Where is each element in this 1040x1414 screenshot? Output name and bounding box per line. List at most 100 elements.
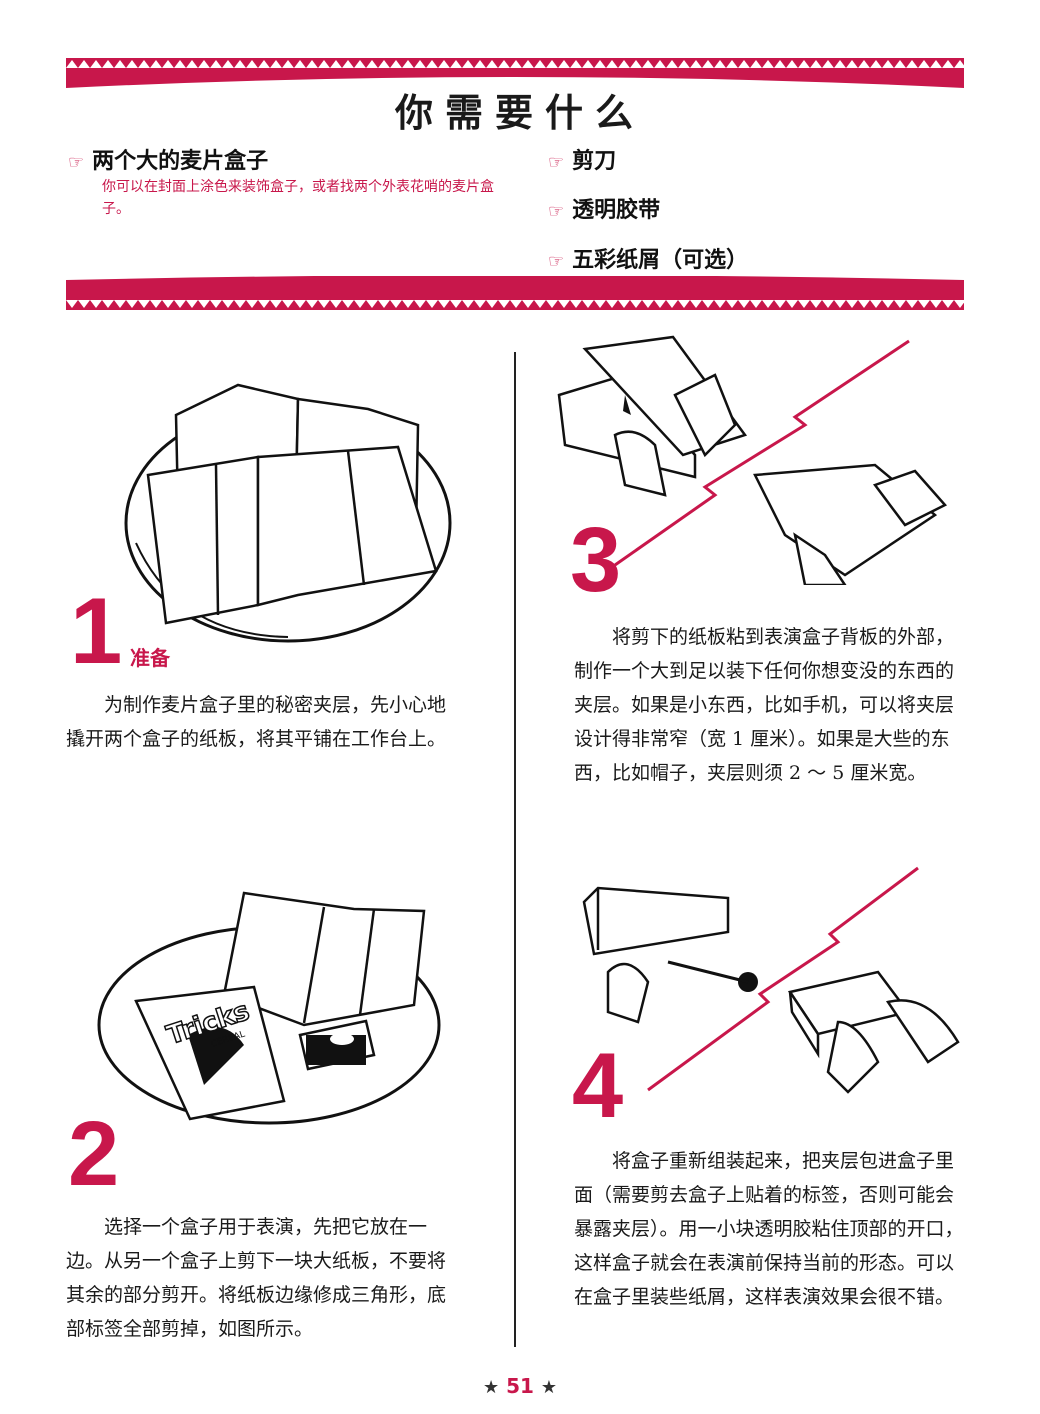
band-tooth bbox=[606, 300, 618, 308]
band-tooth bbox=[534, 60, 546, 68]
band-tooth bbox=[66, 300, 78, 308]
band-tooth bbox=[174, 60, 186, 68]
band-tooth bbox=[426, 300, 438, 308]
band-tooth bbox=[906, 60, 918, 68]
band-tooth bbox=[90, 300, 102, 308]
band-tooth bbox=[762, 300, 774, 308]
column-divider bbox=[514, 352, 516, 1347]
band-tooth bbox=[522, 60, 534, 68]
band-tooth bbox=[90, 60, 102, 68]
band-tooth bbox=[474, 60, 486, 68]
band-tooth bbox=[798, 60, 810, 68]
band-tooth bbox=[462, 300, 474, 308]
band-tooth bbox=[318, 60, 330, 68]
illustration-cut-board: Tricks CEREAL bbox=[97, 891, 441, 1125]
step-number-1: 1 bbox=[70, 578, 123, 683]
band-tooth bbox=[738, 60, 750, 68]
band-tooth bbox=[558, 60, 570, 68]
band-tooth bbox=[198, 300, 210, 308]
band-tooth bbox=[870, 300, 882, 308]
pointing-hand-icon: ☞ bbox=[548, 251, 565, 272]
need-item-scissors: ☞剪刀 bbox=[548, 143, 616, 175]
band-tooth bbox=[522, 300, 534, 308]
band-tooth bbox=[414, 300, 426, 308]
band-tooth bbox=[150, 60, 162, 68]
top-banner-band bbox=[66, 58, 964, 92]
band-tooth bbox=[282, 300, 294, 308]
band-tooth bbox=[306, 60, 318, 68]
need-item-cereal-boxes: ☞两个大的麦片盒子 bbox=[68, 143, 268, 175]
band-tooth bbox=[570, 60, 582, 68]
need-item-label: 透明胶带 bbox=[572, 198, 661, 223]
band-tooth bbox=[930, 300, 942, 308]
band-tooth bbox=[690, 300, 702, 308]
band-tooth bbox=[318, 300, 330, 308]
band-tooth bbox=[858, 60, 870, 68]
band-tooth bbox=[114, 300, 126, 308]
band-tooth bbox=[354, 300, 366, 308]
step-number-4: 4 bbox=[572, 1035, 624, 1137]
band-tooth bbox=[642, 60, 654, 68]
band-tooth bbox=[942, 300, 954, 308]
band-tooth bbox=[690, 60, 702, 68]
band-tooth bbox=[354, 60, 366, 68]
band-tooth bbox=[102, 60, 114, 68]
step-text-4: 将盒子重新组装起来，把夹层包进盒子里面（需要剪去盒子上贴着的标签，否则可能会暴露… bbox=[574, 1150, 964, 1308]
band-tooth bbox=[642, 300, 654, 308]
band-tooth bbox=[126, 300, 138, 308]
band-tooth bbox=[582, 60, 594, 68]
band-tooth bbox=[198, 60, 210, 68]
band-tooth bbox=[162, 300, 174, 308]
band-tooth bbox=[486, 300, 498, 308]
band-tooth bbox=[366, 300, 378, 308]
band-tooth bbox=[546, 60, 558, 68]
band-tooth bbox=[546, 300, 558, 308]
band-tooth bbox=[78, 300, 90, 308]
band-tooth bbox=[918, 300, 930, 308]
need-item-tape: ☞透明胶带 bbox=[548, 192, 660, 224]
band-tooth bbox=[138, 60, 150, 68]
band-tooth bbox=[342, 60, 354, 68]
band-tooth bbox=[138, 300, 150, 308]
band-tooth bbox=[402, 300, 414, 308]
band-tooth bbox=[666, 300, 678, 308]
band-tooth bbox=[882, 300, 894, 308]
step-text-1: 为制作麦片盒子里的秘密夹层，先小心地撬开两个盒子的纸板，将其平铺在工作台上。 bbox=[66, 694, 447, 750]
band-tooth bbox=[654, 60, 666, 68]
band-tooth bbox=[618, 60, 630, 68]
band-tooth bbox=[894, 60, 906, 68]
band-tooth bbox=[474, 300, 486, 308]
band-tooth bbox=[330, 60, 342, 68]
band-tooth bbox=[750, 300, 762, 308]
band-tooth bbox=[174, 300, 186, 308]
band-tooth bbox=[462, 60, 474, 68]
band-tooth bbox=[306, 300, 318, 308]
band-tooth bbox=[294, 60, 306, 68]
band-tooth bbox=[954, 60, 964, 68]
band-tooth bbox=[774, 300, 786, 308]
band-tooth bbox=[498, 300, 510, 308]
band-tooth bbox=[186, 60, 198, 68]
band-tooth bbox=[870, 60, 882, 68]
band-tooth bbox=[390, 60, 402, 68]
band-tooth bbox=[402, 60, 414, 68]
need-item-note: 你可以在封面上涂色来装饰盒子，或者找两个外表花哨的麦片盒子。 bbox=[102, 179, 494, 217]
band-tooth bbox=[222, 300, 234, 308]
band-tooth bbox=[450, 60, 462, 68]
band-tooth bbox=[606, 60, 618, 68]
step-label-1: 准备 bbox=[130, 646, 170, 670]
band-tooth bbox=[918, 60, 930, 68]
band-tooth bbox=[438, 300, 450, 308]
band-tooth bbox=[270, 60, 282, 68]
band-tooth bbox=[858, 300, 870, 308]
band-tooth bbox=[78, 60, 90, 68]
band-tooth bbox=[882, 60, 894, 68]
band-tooth bbox=[486, 60, 498, 68]
band-tooth bbox=[114, 60, 126, 68]
pointing-hand-icon: ☞ bbox=[68, 152, 85, 173]
band-tooth bbox=[234, 60, 246, 68]
band-tooth bbox=[786, 300, 798, 308]
page-footer: ★ 51 ★ bbox=[0, 1374, 1040, 1398]
band-tooth bbox=[834, 300, 846, 308]
band-tooth bbox=[846, 60, 858, 68]
